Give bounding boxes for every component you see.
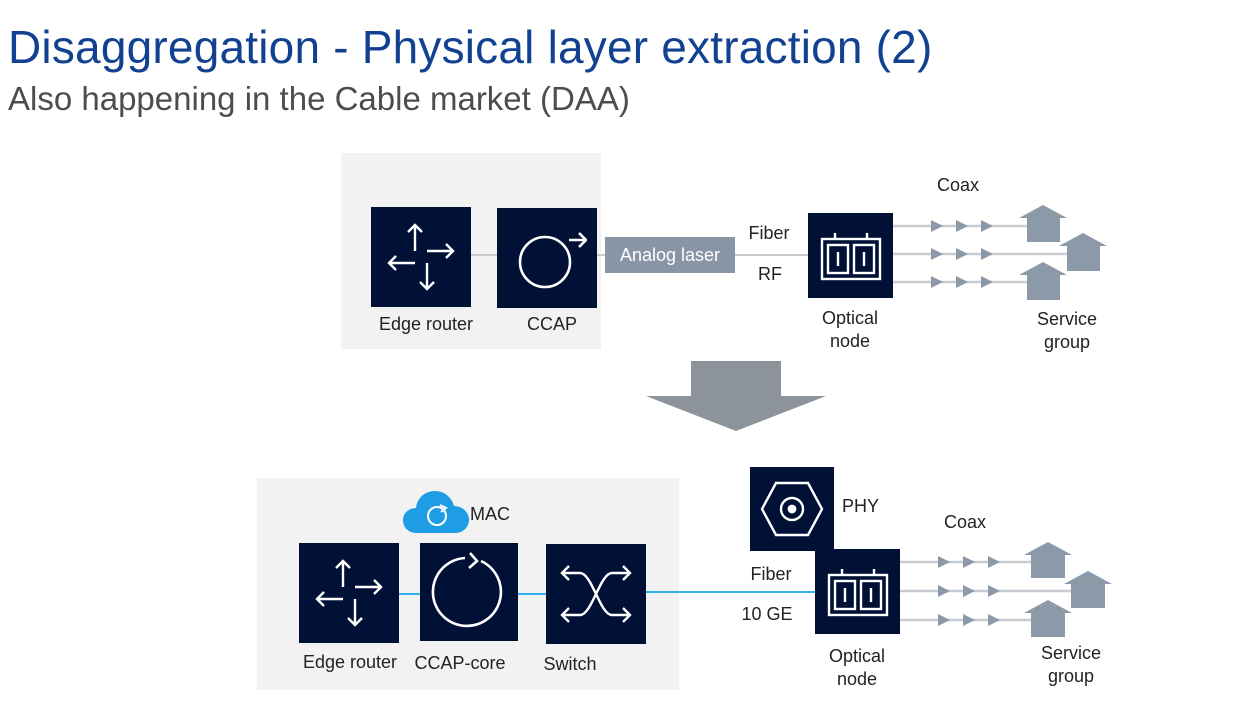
top-coax-label: Coax xyxy=(936,175,980,195)
top-edge-router-label: Edge router xyxy=(378,314,474,334)
optical-node-icon xyxy=(827,568,888,616)
bottom-fiber-label: Fiber xyxy=(750,564,792,584)
top-ccap-laser-link xyxy=(597,254,605,256)
bottom-fiber-link xyxy=(646,591,815,593)
phy-hexagon-icon xyxy=(760,481,824,537)
bottom-router-core-link xyxy=(398,593,420,595)
switch-label: Switch xyxy=(543,654,597,674)
router-arrows-icon xyxy=(315,559,383,627)
bottom-core-switch-link xyxy=(518,593,546,595)
switch-box xyxy=(546,544,646,644)
switch-crossing-arrows-icon xyxy=(560,565,632,623)
phy-box xyxy=(750,467,834,551)
optical-node-icon xyxy=(820,232,881,280)
bottom-edge-router-box xyxy=(299,543,399,643)
cloud-icon xyxy=(403,491,469,533)
top-fiber-label: Fiber xyxy=(748,223,790,243)
ccap-circle-arrow-icon xyxy=(518,232,587,289)
router-arrows-icon xyxy=(387,223,455,291)
page-subtitle: Also happening in the Cable market (DAA) xyxy=(8,80,630,117)
ccap-core-circle-arrow-icon xyxy=(431,552,503,628)
top-service-group-label: Service group xyxy=(1036,309,1098,352)
down-arrow-icon xyxy=(646,361,826,431)
page-title: Disaggregation - Physical layer extracti… xyxy=(8,21,933,73)
mac-label: MAC xyxy=(470,504,510,524)
top-optical-node-label: Optical node xyxy=(821,308,879,351)
phy-label: PHY xyxy=(842,496,880,516)
ge-label: 10 GE xyxy=(741,604,793,624)
top-fiber-link xyxy=(735,254,808,256)
bottom-edge-router-label: Edge router xyxy=(302,652,398,672)
top-router-ccap-link xyxy=(471,254,497,256)
bottom-optical-node-box xyxy=(815,549,900,634)
bottom-optical-node-label: Optical node xyxy=(828,646,886,689)
top-optical-node-box xyxy=(808,213,893,298)
top-rf-label: RF xyxy=(758,264,782,284)
bottom-amplifier-arrows xyxy=(938,556,1000,626)
bottom-coax-label: Coax xyxy=(943,512,987,532)
top-house-icons xyxy=(1019,205,1107,300)
top-ccap-box xyxy=(497,208,597,308)
top-amplifier-arrows xyxy=(931,220,993,288)
top-edge-router-box xyxy=(371,207,471,307)
ccap-core-box xyxy=(420,543,518,641)
top-ccap-label: CCAP xyxy=(526,314,577,334)
bottom-service-group-label: Service group xyxy=(1040,643,1102,686)
bottom-coax-lines xyxy=(900,542,1112,637)
analog-laser-box: Analog laser xyxy=(605,237,735,273)
bottom-house-icons xyxy=(1024,542,1112,637)
ccap-core-label: CCAP-core xyxy=(414,653,506,673)
top-coax-lines xyxy=(893,205,1107,300)
